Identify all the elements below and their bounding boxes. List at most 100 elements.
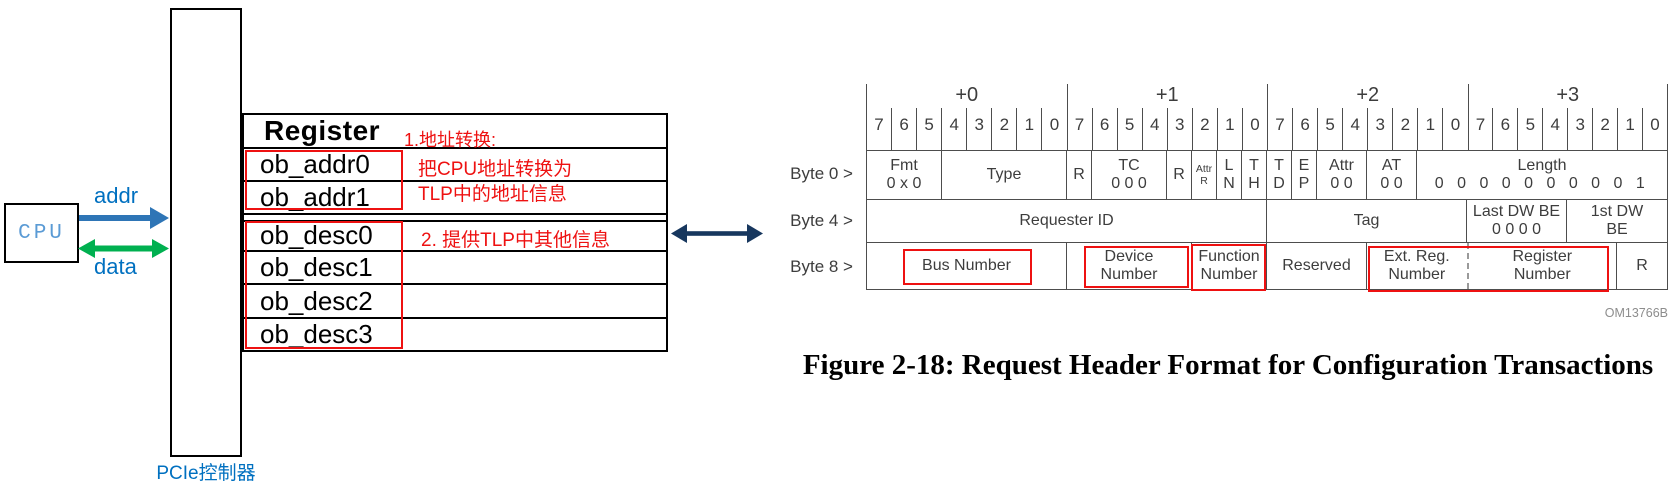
tlp-bit-number: 1 [1218,108,1243,150]
tlp-field-text: E [1298,156,1310,174]
register-row-ob_addr1: ob_addr1 [244,182,666,215]
tlp-bit-number: 5 [1518,108,1544,150]
tlp-field-text: Number [1388,265,1446,283]
tlp-field-text: Function [1198,247,1260,265]
tlp-byte-label: +0 [955,84,979,106]
cpu-box: CPU [4,203,79,263]
tlp-bit-number: 6 [1293,108,1319,150]
tlp-field-text: Number [1513,265,1571,283]
annotation-step1-line2: TLP中的地址信息 [418,184,567,205]
tlp-field-text: 0 0 0 [1111,174,1147,192]
tlp-field-text: 0 x 0 [886,174,922,192]
tlp-field-text: Bus Number [922,256,1011,274]
tlp-row-label: Byte 0 > [790,164,853,183]
tlp-bit-number: 2 [992,108,1018,150]
tlp-field-text: TC [1118,156,1140,174]
tlp-bit-number: 2 [1393,108,1419,150]
tlp-field-cell: Tag [1267,199,1467,242]
tlp-field-text: Reserved [1282,256,1351,274]
tlp-bit-number: 1 [1618,108,1644,150]
tlp-bit-number: 4 [1143,108,1168,150]
tlp-bit-number: 0 [1650,115,1660,134]
tlp-bit-number: 1 [1017,108,1043,150]
tlp-byte-label: +1 [1155,84,1179,106]
tlp-byte-label: +3 [1556,84,1580,106]
cpu-label: CPU [18,221,65,245]
register-row-label: ob_desc2 [260,285,373,316]
tlp-field-text: Number [1100,265,1158,283]
tlp-field-text: AT [1381,156,1402,174]
tlp-field-text: 0 0 0 0 0 0 0 0 0 1 [1434,174,1650,192]
tlp-field-text: L [1224,156,1234,174]
tlp-field-text: Register [1512,247,1573,265]
register-row-label: ob_addr0 [260,149,370,179]
tlp-bit-number: 6 [1093,108,1118,150]
register-row-ob_addr0: ob_addr0 [244,149,666,182]
tlp-field-text: R [1173,165,1185,183]
tlp-row-labels: Byte 0 >Byte 4 >Byte 8 > [740,0,853,300]
tlp-field-text: 0 0 [1380,174,1403,192]
tlp-field-text: D [1273,174,1285,192]
pcie-controller-label: PCIe控制器 [156,463,256,484]
tlp-field-text: Last DW BE [1472,202,1561,220]
tlp-bit-number: 7 [867,108,893,150]
tlp-bit-number: 7 [1068,108,1093,150]
tlp-field-text: R [1073,165,1085,183]
annotation-step1-line1: 把CPU地址转换为 [418,159,573,180]
tlp-field-text: T [1274,156,1284,174]
tlp-field-text: Type [986,165,1022,183]
tlp-bit-number: 7 [1469,108,1494,150]
tlp-bit-number: 6 [892,108,918,150]
tlp-field-text: R [1200,174,1208,187]
tlp-bit-number: 4 [942,108,968,150]
tlp-bit-number: 3 [1568,108,1594,150]
tlp-field-text: Device [1104,247,1154,265]
register-row-label: ob_desc1 [260,252,373,283]
register-row-label: ob_desc0 [260,220,373,251]
tlp-bit-number: 1 [1418,108,1444,150]
tlp-bit-number: 4 [1543,108,1569,150]
tlp-field-text: Attr [1195,162,1213,175]
register-row-header: Register [244,115,666,149]
om-reference-label: OM13766B [1604,306,1668,320]
tlp-field-text: 0 0 0 0 [1492,220,1541,238]
addr-arrow-icon [79,207,169,229]
tlp-bit-number: 3 [967,108,993,150]
register-row-ob_desc2: ob_desc2 [244,285,666,319]
tlp-bit-number: 0 [1450,115,1461,134]
tlp-field-cell: R [1067,151,1092,199]
register-row-ob_desc3: ob_desc3 [244,319,666,350]
tlp-field-text: Tag [1353,211,1380,229]
tlp-bit-number: 4 [1343,108,1369,150]
tlp-byte-label: +2 [1356,84,1380,106]
tlp-bit-number: 0 [1250,115,1260,134]
tlp-field-cell: Requester ID [867,199,1267,242]
tlp-row-label: Byte 8 > [790,257,853,276]
tlp-field-text: BE [1606,220,1628,238]
tlp-field-cell: R [1617,243,1667,290]
figure-caption: Figure 2-18: Request Header Format for C… [802,349,1654,381]
pcie-controller-box [170,8,242,457]
addr-bus-label: addr [94,183,139,208]
tlp-bit-number: 0 [1049,115,1060,134]
